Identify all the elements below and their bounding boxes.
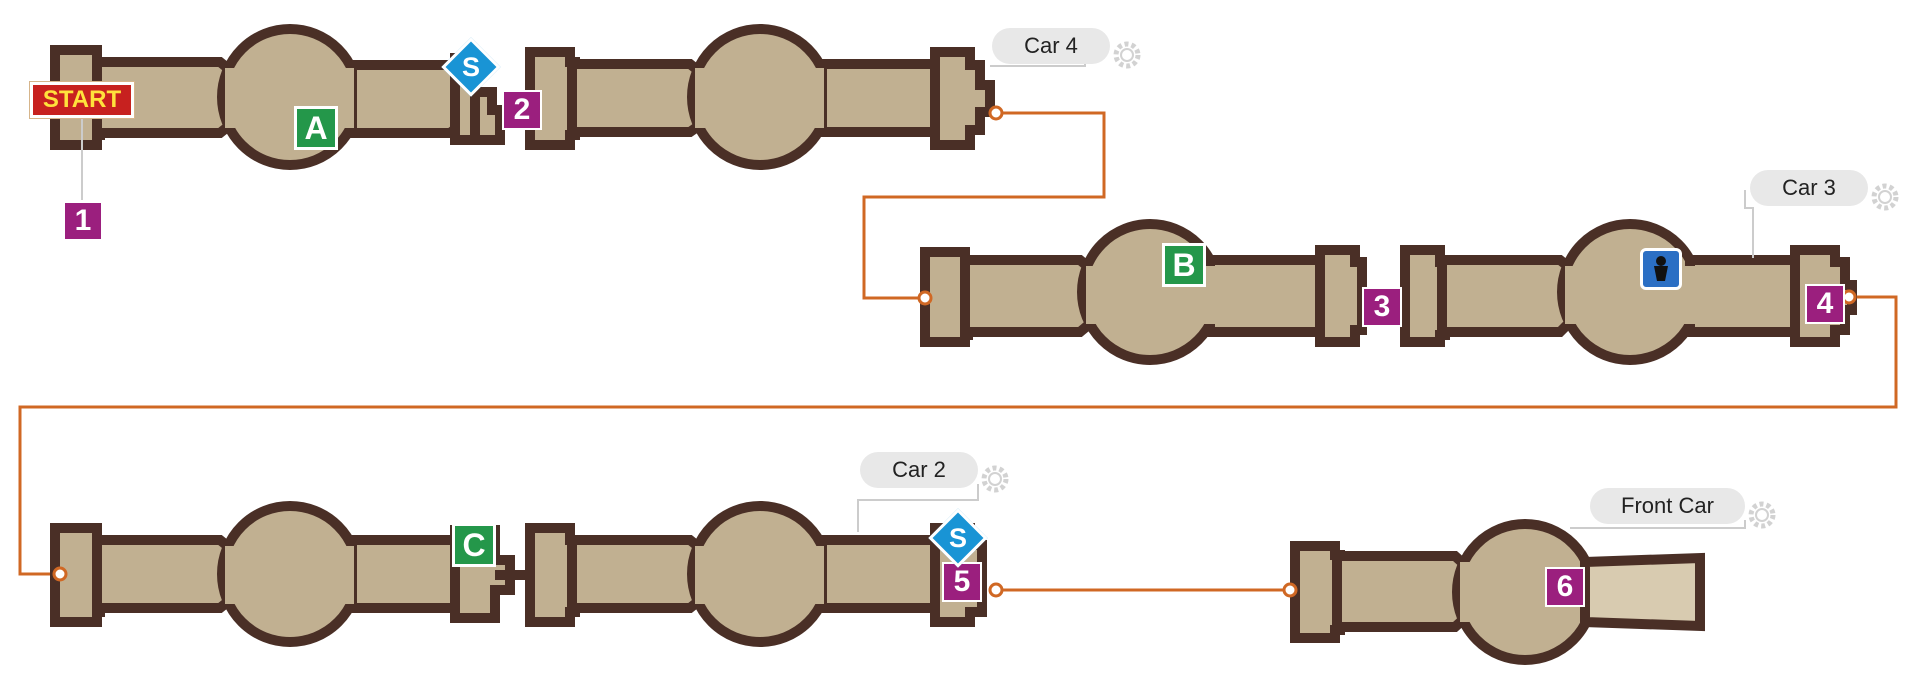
- car-label-car-2: Car 2: [860, 452, 978, 488]
- car-label-car-3: Car 3: [1750, 170, 1868, 206]
- car-4-floorplan: [50, 24, 995, 170]
- gear-icon: [1113, 41, 1141, 69]
- front-car-floorplan: [1290, 519, 1598, 665]
- route-nodes: [52, 105, 1857, 598]
- objective-marker-a: A: [294, 106, 338, 150]
- step-marker-2: 2: [502, 90, 542, 130]
- npc-icon: [1640, 248, 1682, 290]
- car-2-floorplan: [50, 501, 987, 647]
- gear-icon: [981, 465, 1009, 493]
- save-label: S: [461, 52, 480, 82]
- car-label-car-4: Car 4: [992, 28, 1110, 64]
- label-leaders: [81, 47, 1754, 532]
- step-marker-1: 1: [63, 201, 103, 241]
- save-label: S: [948, 523, 967, 553]
- objective-marker-b: B: [1162, 243, 1206, 287]
- route-path: [18, 111, 1898, 592]
- gear-icon: [1748, 501, 1776, 529]
- step-marker-5: 5: [942, 562, 982, 602]
- step-marker-3: 3: [1362, 287, 1402, 327]
- step-marker-4: 4: [1805, 284, 1845, 324]
- start-marker: START: [29, 81, 135, 119]
- car-label-front-car: Front Car: [1590, 488, 1745, 524]
- objective-marker-c: C: [452, 523, 496, 567]
- car-4-floor-fill: [225, 68, 824, 128]
- gear-icon: [1871, 183, 1899, 211]
- step-marker-6: 6: [1545, 567, 1585, 607]
- npc-icon-glyph: [1654, 256, 1668, 281]
